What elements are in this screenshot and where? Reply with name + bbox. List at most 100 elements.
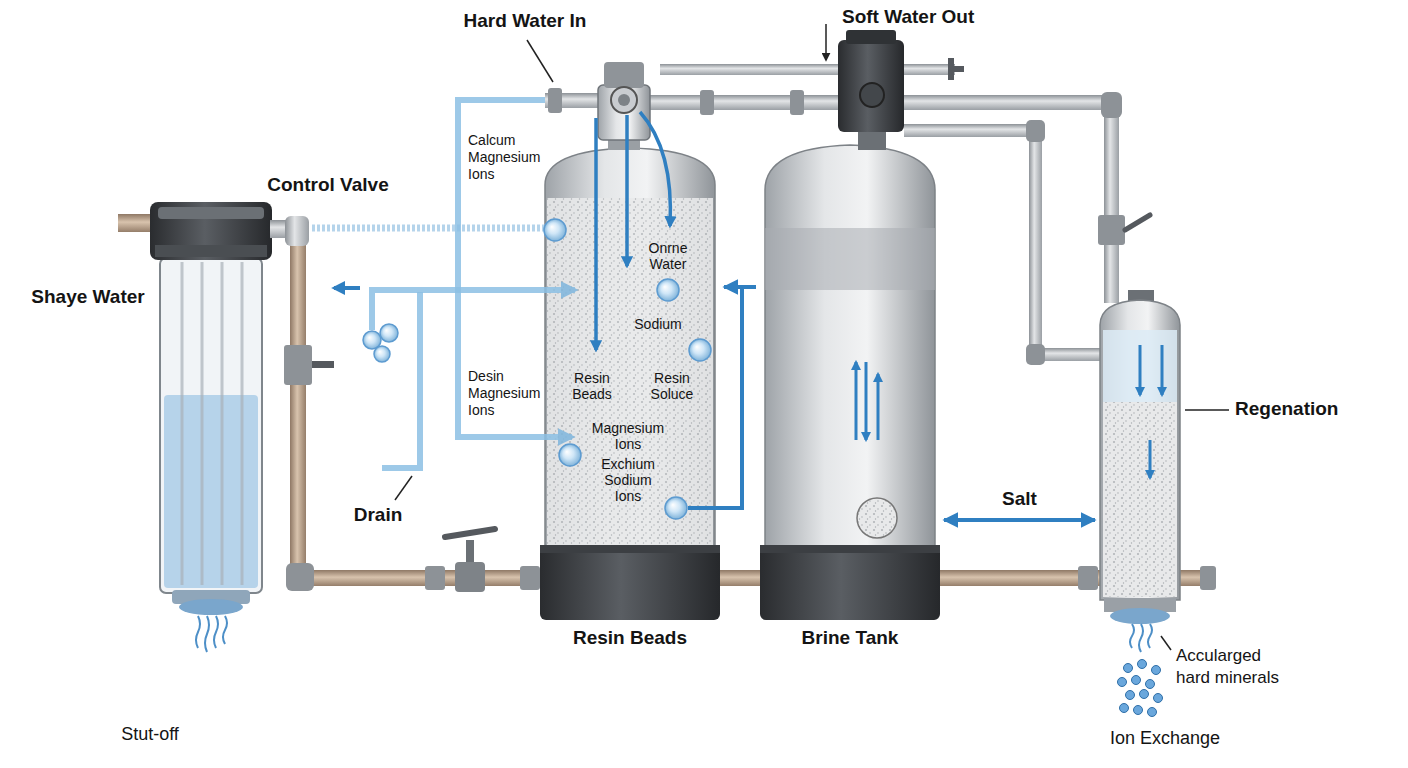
control-valve-cap (604, 62, 644, 88)
tank-label: Brine Tank (760, 627, 940, 649)
part-label: Accularged hard minerals (1176, 645, 1290, 689)
tank-label: Resin Beads (540, 627, 720, 649)
pipe (650, 95, 840, 110)
regeneration-column-body (1100, 300, 1180, 600)
flow-arrow (1149, 440, 1152, 478)
pipe-fitting (425, 566, 445, 590)
water-bubble (689, 339, 711, 361)
water-drip (1139, 624, 1143, 652)
valve-handle (952, 66, 964, 72)
resin-tank-body (545, 148, 715, 560)
flow-arrow (855, 362, 858, 440)
water-drip (1148, 624, 1152, 648)
mineral-dot (1132, 676, 1141, 685)
flow-path (458, 100, 572, 437)
text-holder: Magnesium Ions (588, 420, 668, 452)
leader-arrow (825, 24, 827, 60)
tank-base-rim (760, 545, 940, 553)
filter-rib (181, 262, 184, 585)
text-holder: Hard Water In (425, 10, 625, 32)
pipe-fitting (548, 88, 562, 113)
part-label: Control Valve (253, 174, 403, 196)
flow-arrow (877, 374, 880, 440)
water-bubble (380, 324, 398, 342)
water-bubble (657, 279, 679, 301)
water-drip (196, 616, 200, 648)
control-valve-dial (618, 94, 630, 106)
pipe (904, 124, 1039, 137)
text-holder: Resin Beads (566, 370, 618, 402)
mineral-dot (1140, 690, 1149, 699)
water-drip (1130, 624, 1134, 648)
water-bubble (544, 219, 566, 241)
text-holder: Onrne Water (640, 240, 696, 272)
flow-connector (724, 285, 756, 289)
tank-label: Sodium (623, 316, 693, 332)
pipe (904, 95, 1114, 110)
leader-line (395, 476, 412, 500)
filter-rib (241, 262, 244, 585)
filter-rib (201, 262, 204, 585)
column-nozzle (1110, 608, 1170, 624)
text-holder: Salt (950, 488, 1090, 510)
part-label: Shaye Water (18, 286, 158, 308)
water-bubble (374, 346, 390, 362)
tank-label: Magnesium Ions (588, 420, 668, 452)
water-bubble (559, 444, 581, 466)
filter-rib (221, 262, 224, 585)
text-holder: Sodium (623, 316, 693, 332)
shutoff-valve (284, 345, 312, 385)
valve-handle (312, 361, 334, 368)
mineral-dot (1152, 666, 1161, 675)
valve-body (455, 562, 485, 592)
pipe-elbow (1026, 344, 1045, 365)
column-water (1103, 330, 1177, 402)
brine-tank-body (765, 145, 935, 560)
flow-arrow (640, 112, 670, 226)
tank-label: Resin Soluce (646, 370, 698, 402)
filter-nozzle (179, 599, 243, 615)
filter-cap-ring (155, 245, 267, 257)
text-holder: Accularged hard minerals (1176, 645, 1290, 689)
valve-body (1098, 215, 1125, 245)
connector-label: Salt (998, 488, 1041, 510)
flow-path (372, 290, 575, 330)
text-holder: Brine Tank (760, 627, 940, 649)
pipe-fitting (520, 566, 540, 590)
text-holder: Calcum Magnesium Ions (468, 132, 544, 183)
valve-handle (1125, 215, 1150, 230)
pipe-elbow (1101, 92, 1122, 118)
part-label: Ion Exchange (1090, 728, 1240, 749)
pipe (1104, 106, 1119, 303)
flow-arrow (625, 115, 629, 266)
part-label: Drain (333, 504, 423, 526)
brine-valve (838, 40, 904, 132)
tank-label: Onrne Water (640, 240, 696, 272)
water-bubble (665, 497, 687, 519)
tank-label: Exchium Sodium Ions (597, 456, 659, 504)
pipe-fitting (790, 90, 804, 115)
text-holder: Regenation (1235, 398, 1375, 420)
flow-connector (944, 518, 1095, 522)
filter-body (160, 258, 262, 593)
tank-label: Regenation (1235, 398, 1375, 420)
pipe-fitting (1200, 566, 1216, 590)
mineral-dot (1118, 678, 1127, 687)
pipe-elbow (1026, 120, 1045, 142)
tank-label: Resin Beads (566, 370, 618, 402)
water-drip (223, 616, 227, 644)
pipe-elbow (286, 563, 314, 591)
tank-band (765, 228, 935, 290)
filter-cap-ring (158, 207, 264, 219)
text-holder: Resin Beads (540, 627, 720, 649)
text-holder: Ion Exchange (1090, 728, 1240, 749)
part-label: Calcum Magnesium Ions (468, 132, 544, 183)
text-holder: Drain (333, 504, 423, 526)
flow-arrow (865, 362, 868, 440)
regeneration-column: Regenation (1095, 285, 1385, 637)
resin-tank: Onrne WaterSodiumResin Beads Resin Soluce… (536, 140, 724, 655)
part-label: Stut-off (90, 724, 210, 745)
pipe-fitting (700, 90, 714, 115)
mineral-dot (1134, 706, 1143, 715)
